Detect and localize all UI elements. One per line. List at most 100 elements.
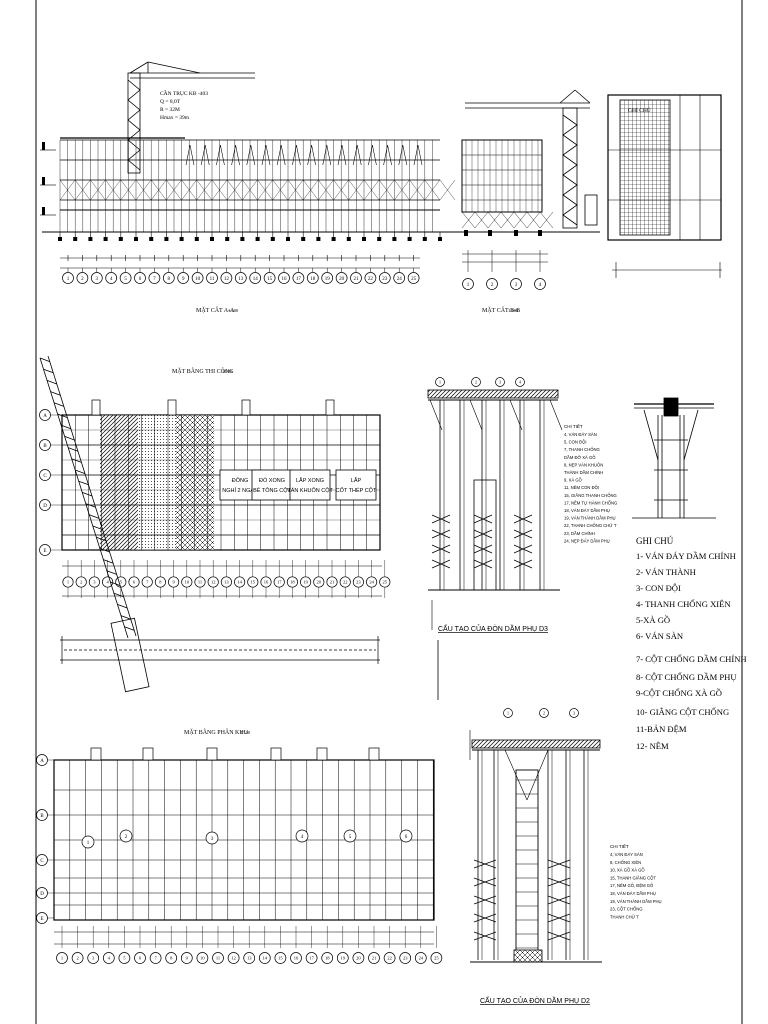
- axis-bubble-col-label: 6: [139, 277, 142, 282]
- zone-marker: [81, 835, 95, 849]
- detail-callout: [539, 708, 549, 718]
- zone-box-line2: CỐT THÉP CỘT: [336, 487, 377, 494]
- axis-bubble-col: [234, 576, 246, 588]
- axis-bubble-col-label: 20: [339, 277, 345, 282]
- axis-bubble-col: [534, 278, 546, 290]
- axis-bubble-col-label: 9: [172, 580, 175, 585]
- legend-title: CHI TIẾT: [610, 843, 629, 849]
- axis-bubble-col-label: 18: [325, 956, 330, 961]
- axis-bubble-col-label: 2: [491, 283, 494, 288]
- legend-item: 18, VÁN ĐÁY DẦM PHỤ: [610, 891, 656, 896]
- brace: [547, 913, 571, 923]
- axis-bubble-col: [181, 576, 193, 588]
- axis-bubble-col-label: 16: [294, 956, 299, 961]
- axis-bubble-col-label: 16: [282, 277, 288, 282]
- legend-item: 19, VÁN THÀNH DẦM PHỤ: [564, 516, 616, 521]
- tower-crane-left: [127, 61, 255, 174]
- legend-item: 23, CỘT CHỐNG: [610, 907, 643, 912]
- legend-item: 17, NÊM TỰ HÀNH CHỐNG: [564, 500, 617, 505]
- detail-callout-label: 2: [475, 379, 477, 384]
- footing: [316, 237, 321, 241]
- axis-bubble-col-label: 11: [216, 956, 220, 961]
- brace: [473, 931, 497, 941]
- legend-item: 8, CHỐNG XIÊN: [610, 860, 641, 865]
- footing: [103, 237, 108, 241]
- axis-bubble-col-label: 3: [515, 283, 518, 288]
- axis-bubble-col-label: 8: [159, 580, 162, 585]
- main-column: [515, 769, 539, 961]
- axis-bubble-col-label: 22: [343, 580, 348, 585]
- brace: [90, 179, 106, 201]
- brace: [151, 179, 167, 201]
- footing: [164, 237, 169, 241]
- axis-bubble-col: [88, 576, 100, 588]
- legend-item: 5, CON ĐỘI: [564, 440, 587, 445]
- section-b-b-frame: [461, 139, 554, 236]
- brace: [547, 859, 571, 869]
- axis-bubble-col-label: 7: [154, 956, 157, 961]
- axis-bubble-col-label: 10: [195, 277, 201, 282]
- zone-box: [251, 469, 293, 501]
- formwork-peak: [276, 144, 286, 166]
- axis-bubble-col-label: 22: [368, 277, 374, 282]
- axis-bubble-row: [39, 409, 51, 421]
- formwork-peak: [292, 144, 301, 166]
- axis-bubble-col-label: 6: [133, 580, 136, 585]
- detail-column-head: [632, 397, 716, 519]
- axis-bubble-col: [339, 576, 351, 588]
- axis-bubble-col: [141, 576, 153, 588]
- brace: [473, 544, 493, 554]
- axis-bubble-col-label: 7: [153, 277, 156, 282]
- inclined-strut: [469, 399, 483, 431]
- axis-bubble-col-label: 25: [434, 956, 439, 961]
- footing: [438, 237, 442, 241]
- axis-bubble-col: [292, 272, 305, 284]
- brace: [473, 913, 497, 923]
- note-item: 8- CỘT CHỐNG DẦM PHỤ: [636, 672, 737, 682]
- axis-bubble-col: [368, 952, 380, 964]
- column-tag: [368, 747, 380, 761]
- detail-callout-label: 3: [573, 710, 575, 715]
- axis-bubble-col: [414, 952, 427, 964]
- axis-bubble-col: [149, 952, 162, 964]
- note-item: 1- VÁN ĐÁY DẦM CHÍNH: [636, 551, 736, 561]
- axis-bubble-col: [352, 952, 365, 964]
- legend-item: 15, THANH GIẰNG CỘT: [610, 875, 656, 880]
- zone-box-line1: ĐỔ XONG: [259, 477, 285, 484]
- axis-bubble-col: [87, 952, 100, 964]
- axis-bubble-col: [247, 576, 259, 588]
- brace: [166, 179, 182, 201]
- axis-bubble-col: [336, 952, 349, 964]
- axis-bubble-col-label: 5: [124, 277, 127, 282]
- axis-bubble-col: [191, 272, 204, 284]
- axis-bubble-col: [352, 576, 364, 588]
- crane-rail: [60, 636, 380, 664]
- crosshatch-zone: [176, 415, 214, 550]
- slab-bottom-form: [471, 739, 601, 749]
- note-item: 2- VÁN THÀNH: [636, 567, 696, 577]
- axis-bubble-row-label: D: [43, 504, 47, 509]
- axis-bubble-col-label: 23: [403, 956, 408, 961]
- axis-bubble-col: [379, 576, 391, 588]
- construction-plan-title: MẶT BẰNG THI CÔNG: [172, 367, 234, 375]
- axis-bubble-col-label: 15: [278, 956, 283, 961]
- formwork-peak: [413, 144, 423, 166]
- axis-bubble-col-label: 3: [93, 580, 96, 585]
- brace: [394, 179, 410, 201]
- axis-bubble-col-label: 17: [277, 580, 282, 585]
- axis-bubble-col-label: 24: [369, 580, 374, 585]
- axis-bubble-row: [39, 469, 51, 481]
- footing: [362, 237, 366, 241]
- axis-bubble-col: [134, 272, 146, 284]
- brace: [473, 529, 493, 539]
- section-a-a: CẦN TRỤC KB -403 Q = 8,0T R = 32M Hmax =…: [40, 61, 460, 314]
- axis-bubble-col-label: 18: [290, 580, 295, 585]
- facade-panel: [607, 94, 722, 278]
- axis-bubble-col: [300, 576, 312, 588]
- note-item: 7- CỘT CHỐNG DẦM CHÍNH: [636, 654, 747, 664]
- brace: [227, 179, 243, 201]
